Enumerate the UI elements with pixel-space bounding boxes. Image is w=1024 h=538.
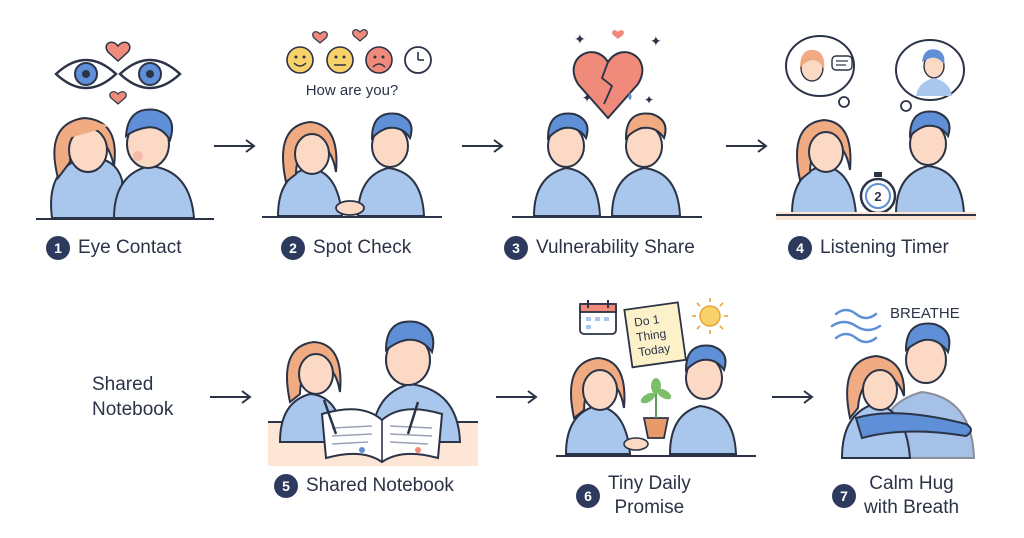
arrow-icon — [496, 390, 538, 404]
step-5-title: Shared Notebook — [306, 475, 454, 496]
man-figure — [668, 344, 738, 455]
chat-icon — [831, 55, 853, 71]
step-4-badge: 4 — [788, 236, 812, 260]
man-figure — [112, 108, 196, 219]
step-2-title: Spot Check — [313, 237, 412, 258]
spot-check-question: How are you? — [306, 82, 399, 99]
step-2-label: 2 Spot Check — [281, 236, 411, 260]
step-4-title: Listening Timer — [820, 237, 949, 258]
step-6-title-line-1: Tiny Daily — [608, 473, 691, 494]
man-figure — [532, 112, 602, 217]
step-7-label: 7 Calm Hug with Breath — [832, 472, 959, 520]
sticky-note: Do 1 Thing Today — [623, 301, 687, 369]
step-7-title-line-1: Calm Hug — [869, 473, 954, 494]
spot-check-illustration: How are you? — [262, 29, 442, 218]
vulnerability-share-illustration: ✦ ✦ ✦ ✦ — [512, 30, 702, 218]
side-label-shared-notebook: Shared Notebook — [92, 372, 173, 422]
sparkle-icon: ✦ — [650, 33, 662, 49]
step-4-label: 4 Listening Timer — [788, 236, 949, 260]
side-label-line-2: Notebook — [92, 399, 174, 420]
man-figure — [610, 112, 682, 217]
timer-icon: 2 — [859, 172, 897, 215]
pen-icon — [322, 399, 338, 435]
step-5-badge: 5 — [274, 474, 298, 498]
note-line-2: Thing — [635, 326, 667, 344]
panel-tiny-daily-promise: Do 1 Thing Today — [556, 294, 756, 464]
step-1-badge: 1 — [46, 236, 70, 260]
mood-faces-icon — [286, 46, 393, 74]
step-6-title-line-2: Promise — [614, 497, 685, 518]
holding-hands — [623, 437, 649, 451]
step-6-badge: 6 — [576, 484, 600, 508]
clock-icon — [404, 46, 432, 74]
eyes-icon — [54, 58, 182, 90]
step-1-title: Eye Contact — [78, 237, 182, 258]
heart-icon — [109, 91, 127, 105]
arrow-icon — [726, 139, 768, 153]
hugging-arm — [854, 412, 972, 440]
woman-figure — [790, 118, 858, 215]
eye-contact-illustration — [36, 41, 214, 220]
step-3-title: Vulnerability Share — [536, 237, 695, 258]
panel-shared-notebook — [268, 310, 478, 470]
man-figure — [356, 112, 426, 217]
panel-spot-check: How are you? — [262, 22, 442, 222]
step-7-badge: 7 — [832, 484, 856, 508]
panel-eye-contact — [30, 28, 220, 228]
arrow-icon — [772, 390, 814, 404]
note-line-3: Today — [637, 341, 671, 359]
pen-icon — [406, 401, 420, 435]
step-3-label: 3 Vulnerability Share — [504, 236, 695, 260]
heart-icon — [105, 41, 131, 63]
arrow-icon — [210, 390, 252, 404]
timer-digit: 2 — [874, 189, 881, 204]
shared-notebook-illustration — [268, 320, 478, 466]
step-1-label: 1 Eye Contact — [46, 236, 182, 260]
thought-bubble-right — [895, 39, 965, 112]
woman-figure — [50, 116, 126, 219]
arrow-icon — [214, 139, 256, 153]
woman-figure — [564, 356, 632, 455]
panel-calm-hug: BREATHE — [826, 294, 1006, 464]
note-line-1: Do 1 — [633, 312, 660, 329]
holding-hands — [335, 200, 365, 216]
tear-icon — [628, 92, 632, 100]
thought-bubble-left — [785, 35, 855, 108]
calm-hug-illustration: BREATHE — [830, 305, 976, 459]
sun-icon — [692, 298, 728, 334]
step-2-badge: 2 — [281, 236, 305, 260]
listening-timer-illustration: 2 — [776, 35, 976, 220]
step-7-title-line-2: with Breath — [864, 497, 960, 518]
man-figure — [894, 110, 966, 215]
step-5-label: 5 Shared Notebook — [274, 474, 454, 498]
panel-vulnerability-share: ✦ ✦ ✦ ✦ — [512, 22, 702, 222]
tiny-daily-promise-illustration: Do 1 Thing Today — [556, 298, 756, 457]
sparkle-icon: ✦ — [582, 91, 592, 105]
side-label-line-1: Shared — [92, 374, 154, 395]
plant-icon — [640, 378, 672, 439]
broken-heart-icon — [572, 51, 644, 120]
heart-icon — [312, 31, 328, 44]
sparkle-icon: ✦ — [644, 93, 654, 107]
step-6-label: 6 Tiny Daily Promise — [576, 472, 691, 520]
heart-icon — [612, 30, 624, 39]
woman-figure — [276, 120, 344, 217]
sparkle-icon: ✦ — [574, 31, 586, 47]
calendar-icon — [579, 300, 617, 335]
panel-listening-timer: 2 — [776, 26, 976, 226]
arrow-icon — [462, 139, 504, 153]
breathe-text: BREATHE — [890, 305, 960, 322]
breath-waves-icon — [830, 308, 882, 344]
step-3-badge: 3 — [504, 236, 528, 260]
heart-icon — [352, 29, 368, 42]
